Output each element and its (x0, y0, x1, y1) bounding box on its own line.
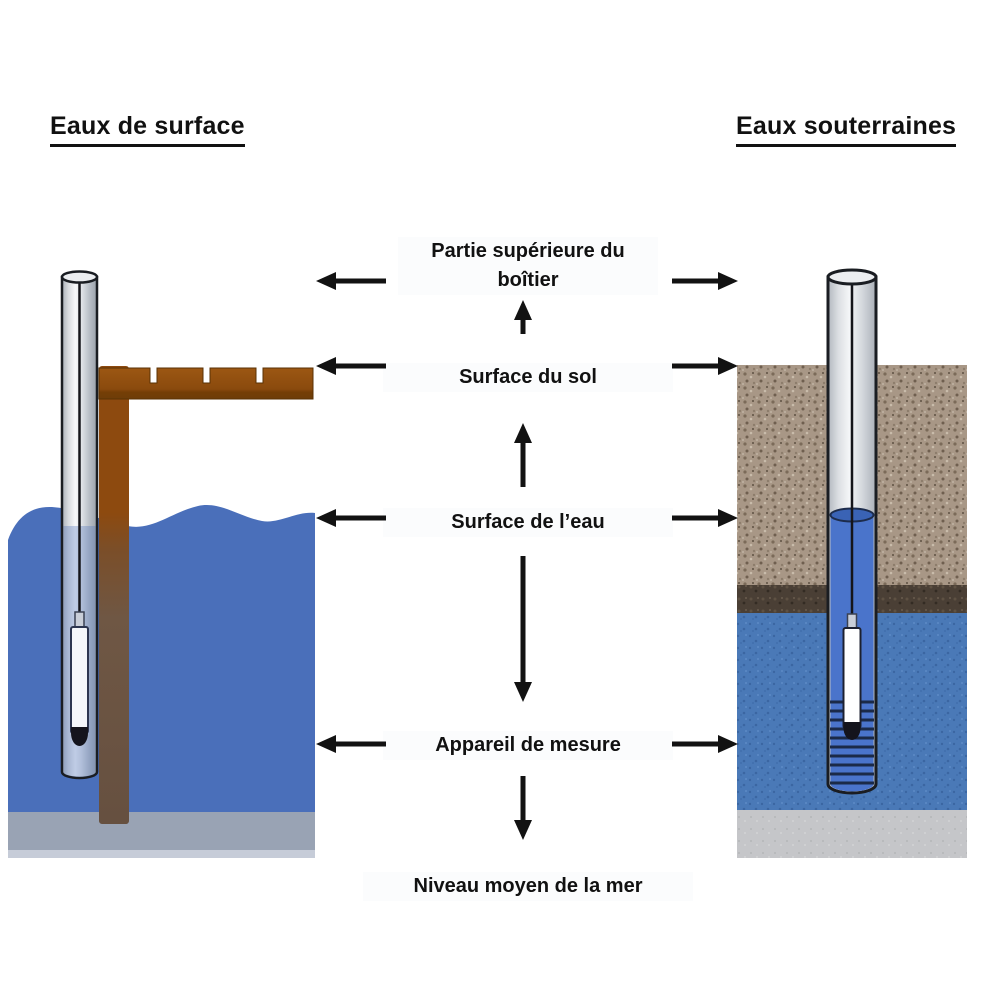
sensor-dark-tip (843, 722, 861, 740)
water-body (8, 505, 315, 812)
up-arrow-icon (514, 300, 532, 334)
surface-water-illustration (8, 270, 315, 858)
sensor-cap (846, 613, 858, 629)
dock-post (99, 366, 129, 824)
label-measuring-device: Appareil de mesure (383, 731, 673, 760)
sensor-cap (74, 611, 85, 628)
left-title: Eaux de surface (50, 112, 245, 147)
pipe-top-opening (60, 270, 99, 284)
sensor-dark-tip (71, 727, 88, 746)
observation-pipe-left (60, 270, 99, 780)
bedrock-gray-layer (737, 810, 967, 858)
down-arrow-icon (514, 556, 532, 702)
label-water-surface: Surface de l’eau (383, 508, 673, 537)
groundwater-illustration (737, 268, 967, 858)
measuring-sensor (70, 626, 89, 734)
label-mean-sea-level: Niveau moyen de la mer (363, 872, 693, 901)
up-arrow-icon (514, 423, 532, 487)
well-top-opening (826, 268, 878, 286)
down-arrow-icon (514, 776, 532, 840)
dock-plank (98, 367, 314, 400)
sea-floor-sediment-light-edge (8, 850, 315, 858)
right-title: Eaux souterraines (736, 112, 957, 147)
label-top-of-casing: Partie supérieure du boîtier (398, 237, 658, 295)
label-ground-surface: Surface du sol (383, 363, 673, 392)
observation-well-right (826, 268, 878, 795)
measuring-sensor (842, 627, 862, 729)
